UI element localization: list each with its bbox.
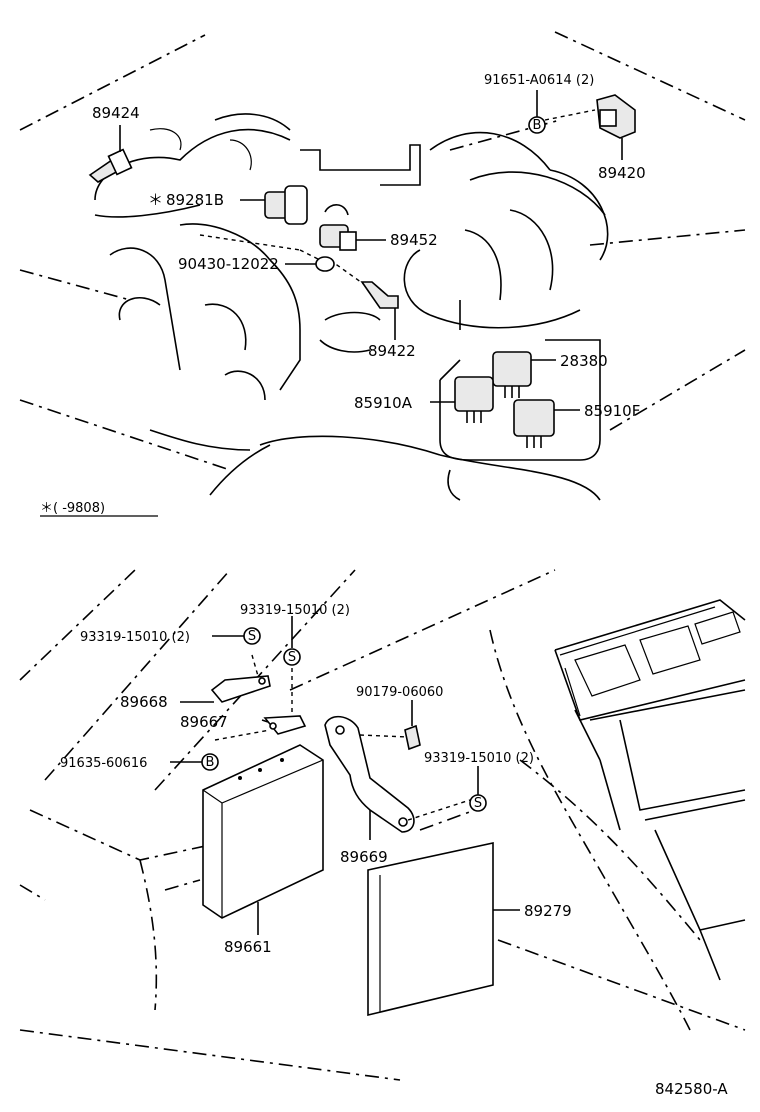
interior-view: [19, 569, 746, 1081]
label-91635: 91635-60616: [60, 756, 147, 771]
part-90430-gasket: [285, 256, 335, 272]
screw-mark-93319-b: S: [283, 616, 301, 666]
label-93319-a: 93319-15010 (2): [80, 630, 190, 645]
bolt-mark-91635: B: [170, 753, 219, 771]
screw-mark-93319-c: S: [469, 766, 487, 812]
label-89422: 89422: [368, 342, 416, 360]
bolt-mark-91651: B: [528, 90, 546, 134]
label-90179: 90179-06060: [356, 685, 443, 700]
part-89667-bracket: [214, 668, 307, 741]
part-89668-bracket: [180, 654, 271, 703]
svg-text:B: B: [206, 755, 215, 770]
svg-text:S: S: [474, 796, 482, 811]
label-85910f: 85910F: [584, 402, 640, 420]
part-89661-ecu: [202, 744, 324, 935]
label-89452: 89452: [390, 231, 438, 249]
label-90430: 90430-12022: [178, 255, 279, 273]
label-93319-b: 93319-15010 (2): [240, 603, 350, 618]
label-89668: 89668: [120, 693, 168, 711]
label-89281b: 89281B: [166, 191, 224, 209]
part-90179-nut: [404, 700, 421, 751]
label-93319-c: 93319-15010 (2): [424, 751, 534, 766]
label-91651: 91651-A0614 (2): [484, 73, 594, 88]
screw-mark-93319-a: S: [212, 627, 261, 645]
footnote-date-range: ＊( -9808): [40, 501, 105, 516]
relay-85910a: [430, 376, 494, 423]
svg-text:B: B: [533, 118, 542, 133]
relay-28380: [492, 351, 556, 398]
part-89420-sensor: [596, 94, 636, 160]
part-89422-sensor: [360, 281, 399, 340]
label-89669: 89669: [340, 848, 388, 866]
part-89424-sensor: [88, 125, 133, 183]
label-asterisk: ＊: [148, 191, 163, 209]
diagram-id: 842580-A: [655, 1080, 728, 1098]
part-89452-sensor: [319, 204, 386, 251]
label-89667: 89667: [180, 713, 228, 731]
label-89424: 89424: [92, 104, 140, 122]
part-89281b-valve: [240, 185, 308, 225]
label-89420: 89420: [598, 164, 646, 182]
label-85910a: 85910A: [354, 394, 413, 412]
label-28380: 28380: [560, 352, 608, 370]
svg-text:S: S: [288, 650, 296, 665]
label-89661: 89661: [224, 938, 272, 956]
label-89279: 89279: [524, 902, 572, 920]
relay-85910f: [513, 399, 580, 448]
part-89669-bracket: [324, 715, 471, 840]
engine-compartment-view: [19, 31, 746, 501]
part-89279-cover: [367, 842, 520, 1017]
svg-text:S: S: [248, 629, 256, 644]
